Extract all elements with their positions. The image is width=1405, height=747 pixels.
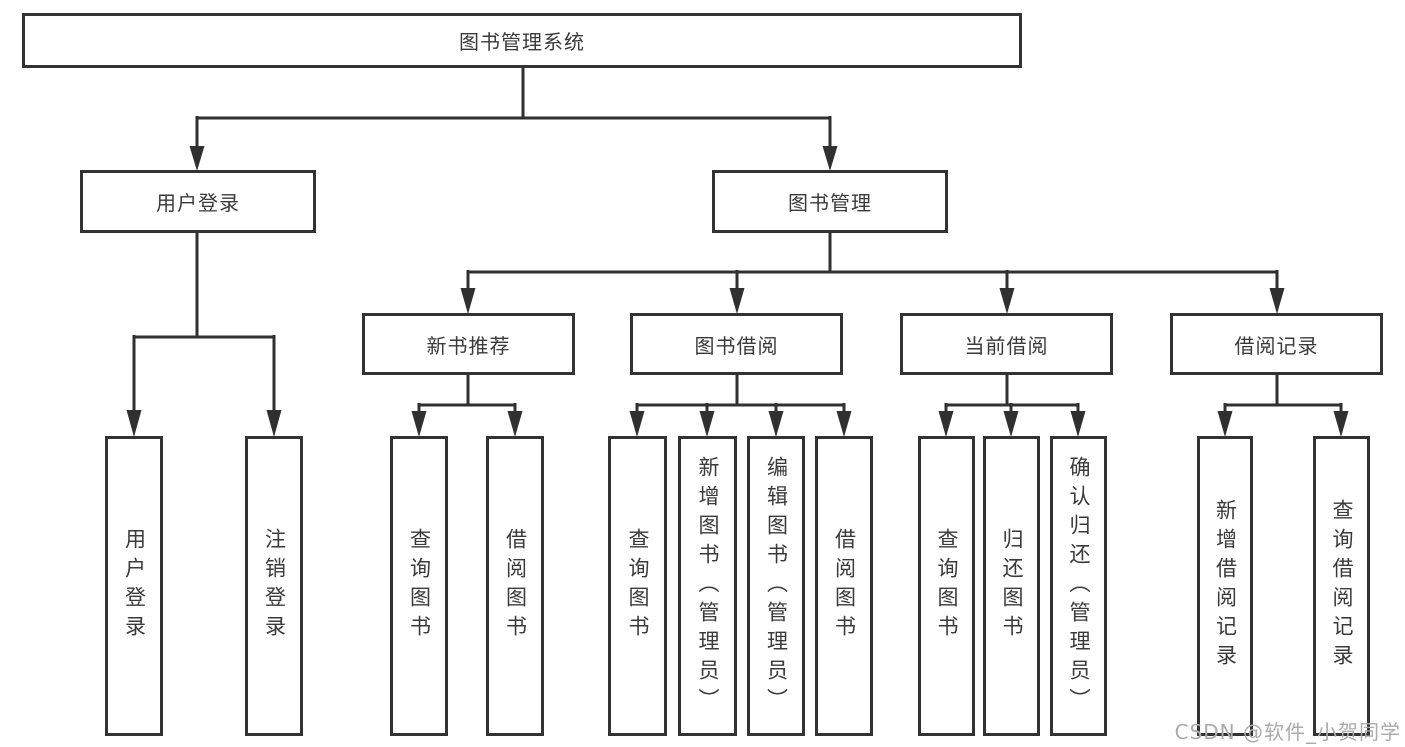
node-label: 借阅记录 — [1234, 333, 1319, 358]
node-label: 图书借阅 — [694, 333, 779, 358]
node-label: 用户登录 — [122, 528, 147, 644]
node-library-management-system: 图书管理系统 — [22, 13, 1022, 68]
node-label: 图书管理系统 — [459, 30, 585, 54]
leaf-borrow-books-recommend: 借阅图书 — [486, 436, 544, 736]
leaf-return-book: 归还图书 — [983, 436, 1040, 736]
node-label: 查询图书 — [626, 528, 650, 644]
node-label: 当前借阅 — [964, 333, 1049, 358]
leaf-edit-book-admin: 编辑图书（管理员） — [747, 436, 805, 736]
node-label: 新增图书（管理员） — [696, 455, 720, 717]
node-label: 借阅图书 — [832, 528, 857, 644]
arrowheads — [126, 146, 1349, 437]
node-label: 用户登录 — [156, 191, 240, 215]
node-label: 确认归还（管理员） — [1067, 455, 1091, 717]
leaf-query-books-recommend: 查询图书 — [390, 436, 448, 736]
node-label: 图书管理 — [788, 191, 872, 215]
node-label: 注销登录 — [262, 528, 287, 644]
node-label: 借阅图书 — [503, 528, 528, 644]
node-label: 新书推荐 — [426, 333, 511, 358]
node-book-borrow: 图书借阅 — [630, 313, 843, 375]
leaf-query-books-borrow: 查询图书 — [608, 436, 667, 736]
csdn-watermark: CSDN @软件_小贺同学 — [1174, 720, 1401, 744]
leaf-add-borrow-record: 新增借阅记录 — [1197, 436, 1253, 736]
leaf-borrow-books: 借阅图书 — [815, 436, 873, 736]
leaf-user-login: 用户登录 — [105, 436, 163, 736]
node-book-management: 图书管理 — [712, 170, 948, 233]
node-user-login: 用户登录 — [80, 170, 316, 233]
node-label: 编辑图书（管理员） — [764, 455, 789, 717]
leaf-confirm-return-admin: 确认归还（管理员） — [1050, 436, 1107, 736]
node-borrow-records: 借阅记录 — [1170, 313, 1383, 375]
node-label: 查询图书 — [407, 528, 432, 644]
leaf-add-book-admin: 新增图书（管理员） — [678, 436, 737, 736]
leaf-query-books-current: 查询图书 — [918, 436, 975, 736]
node-current-borrow: 当前借阅 — [900, 313, 1113, 375]
node-label: 新增借阅记录 — [1213, 499, 1238, 673]
leaf-query-borrow-record: 查询借阅记录 — [1313, 436, 1370, 736]
node-label: 查询图书 — [935, 528, 959, 644]
leaf-logout: 注销登录 — [245, 436, 303, 736]
node-label: 归还图书 — [1000, 528, 1024, 644]
node-label: 查询借阅记录 — [1330, 499, 1354, 673]
node-new-book-recommend: 新书推荐 — [362, 313, 575, 375]
